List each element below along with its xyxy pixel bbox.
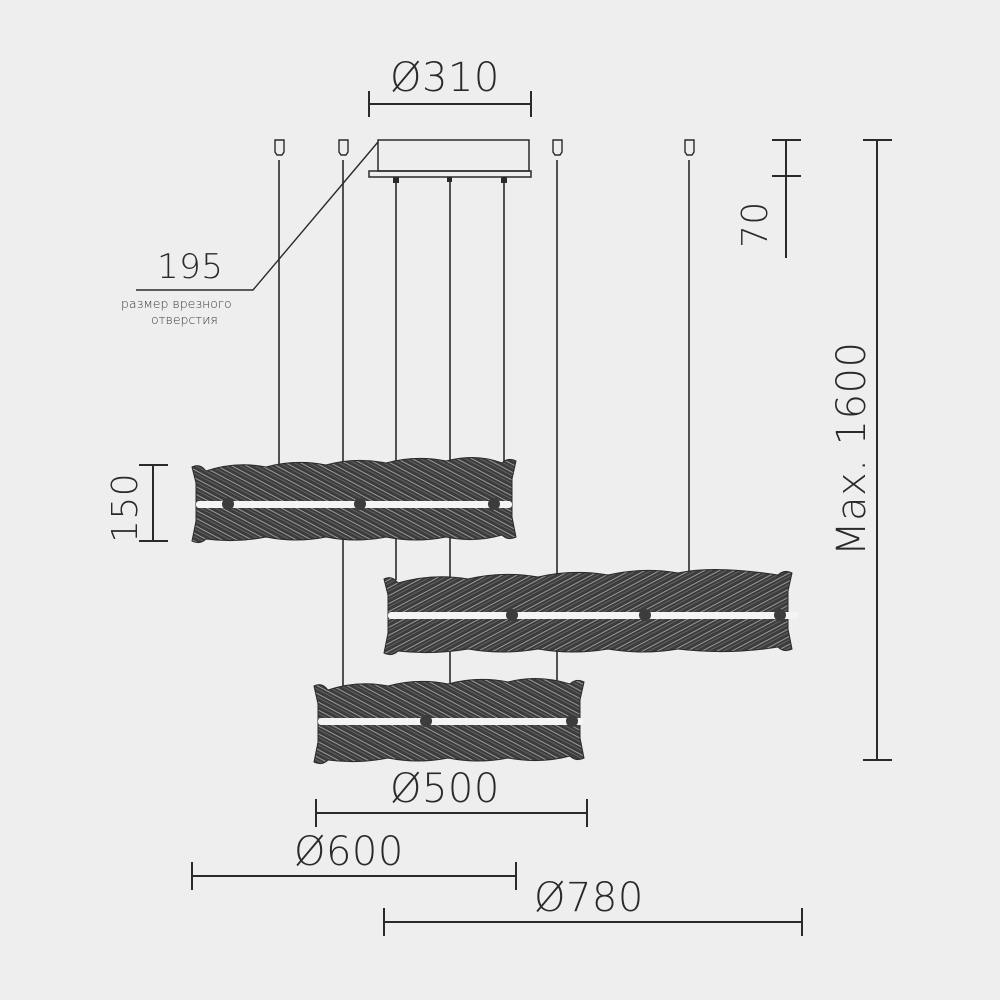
- ring-height-dimension: [139, 464, 168, 542]
- cutout-note-line2: отверстия: [151, 312, 218, 327]
- lower-ring: [313, 678, 585, 765]
- cable-grips: [274, 139, 695, 156]
- ring-diameter-dimensions: [191, 799, 803, 936]
- canopy-height-dimension: [772, 139, 801, 258]
- max-height-label: Max. 1600: [829, 341, 875, 556]
- cutout-leader: [136, 141, 379, 291]
- cutout-note-line1: размер врезного: [121, 296, 232, 311]
- canopy-diameter-dimension: [368, 91, 532, 117]
- canopy: [368, 139, 532, 183]
- ring-small-diameter-label: Ø500: [390, 766, 500, 812]
- canopy-diameter-label: Ø310: [390, 55, 500, 101]
- ring-medium-diameter-label: Ø600: [294, 829, 404, 875]
- canopy-height-label: 70: [735, 201, 776, 248]
- cutout-size-label: 195: [157, 247, 224, 287]
- middle-ring: [383, 568, 798, 656]
- ring-large-diameter-label: Ø780: [534, 875, 644, 921]
- upper-ring: [191, 457, 517, 544]
- ring-height-label: 150: [105, 472, 146, 543]
- max-height-dimension: [863, 139, 892, 761]
